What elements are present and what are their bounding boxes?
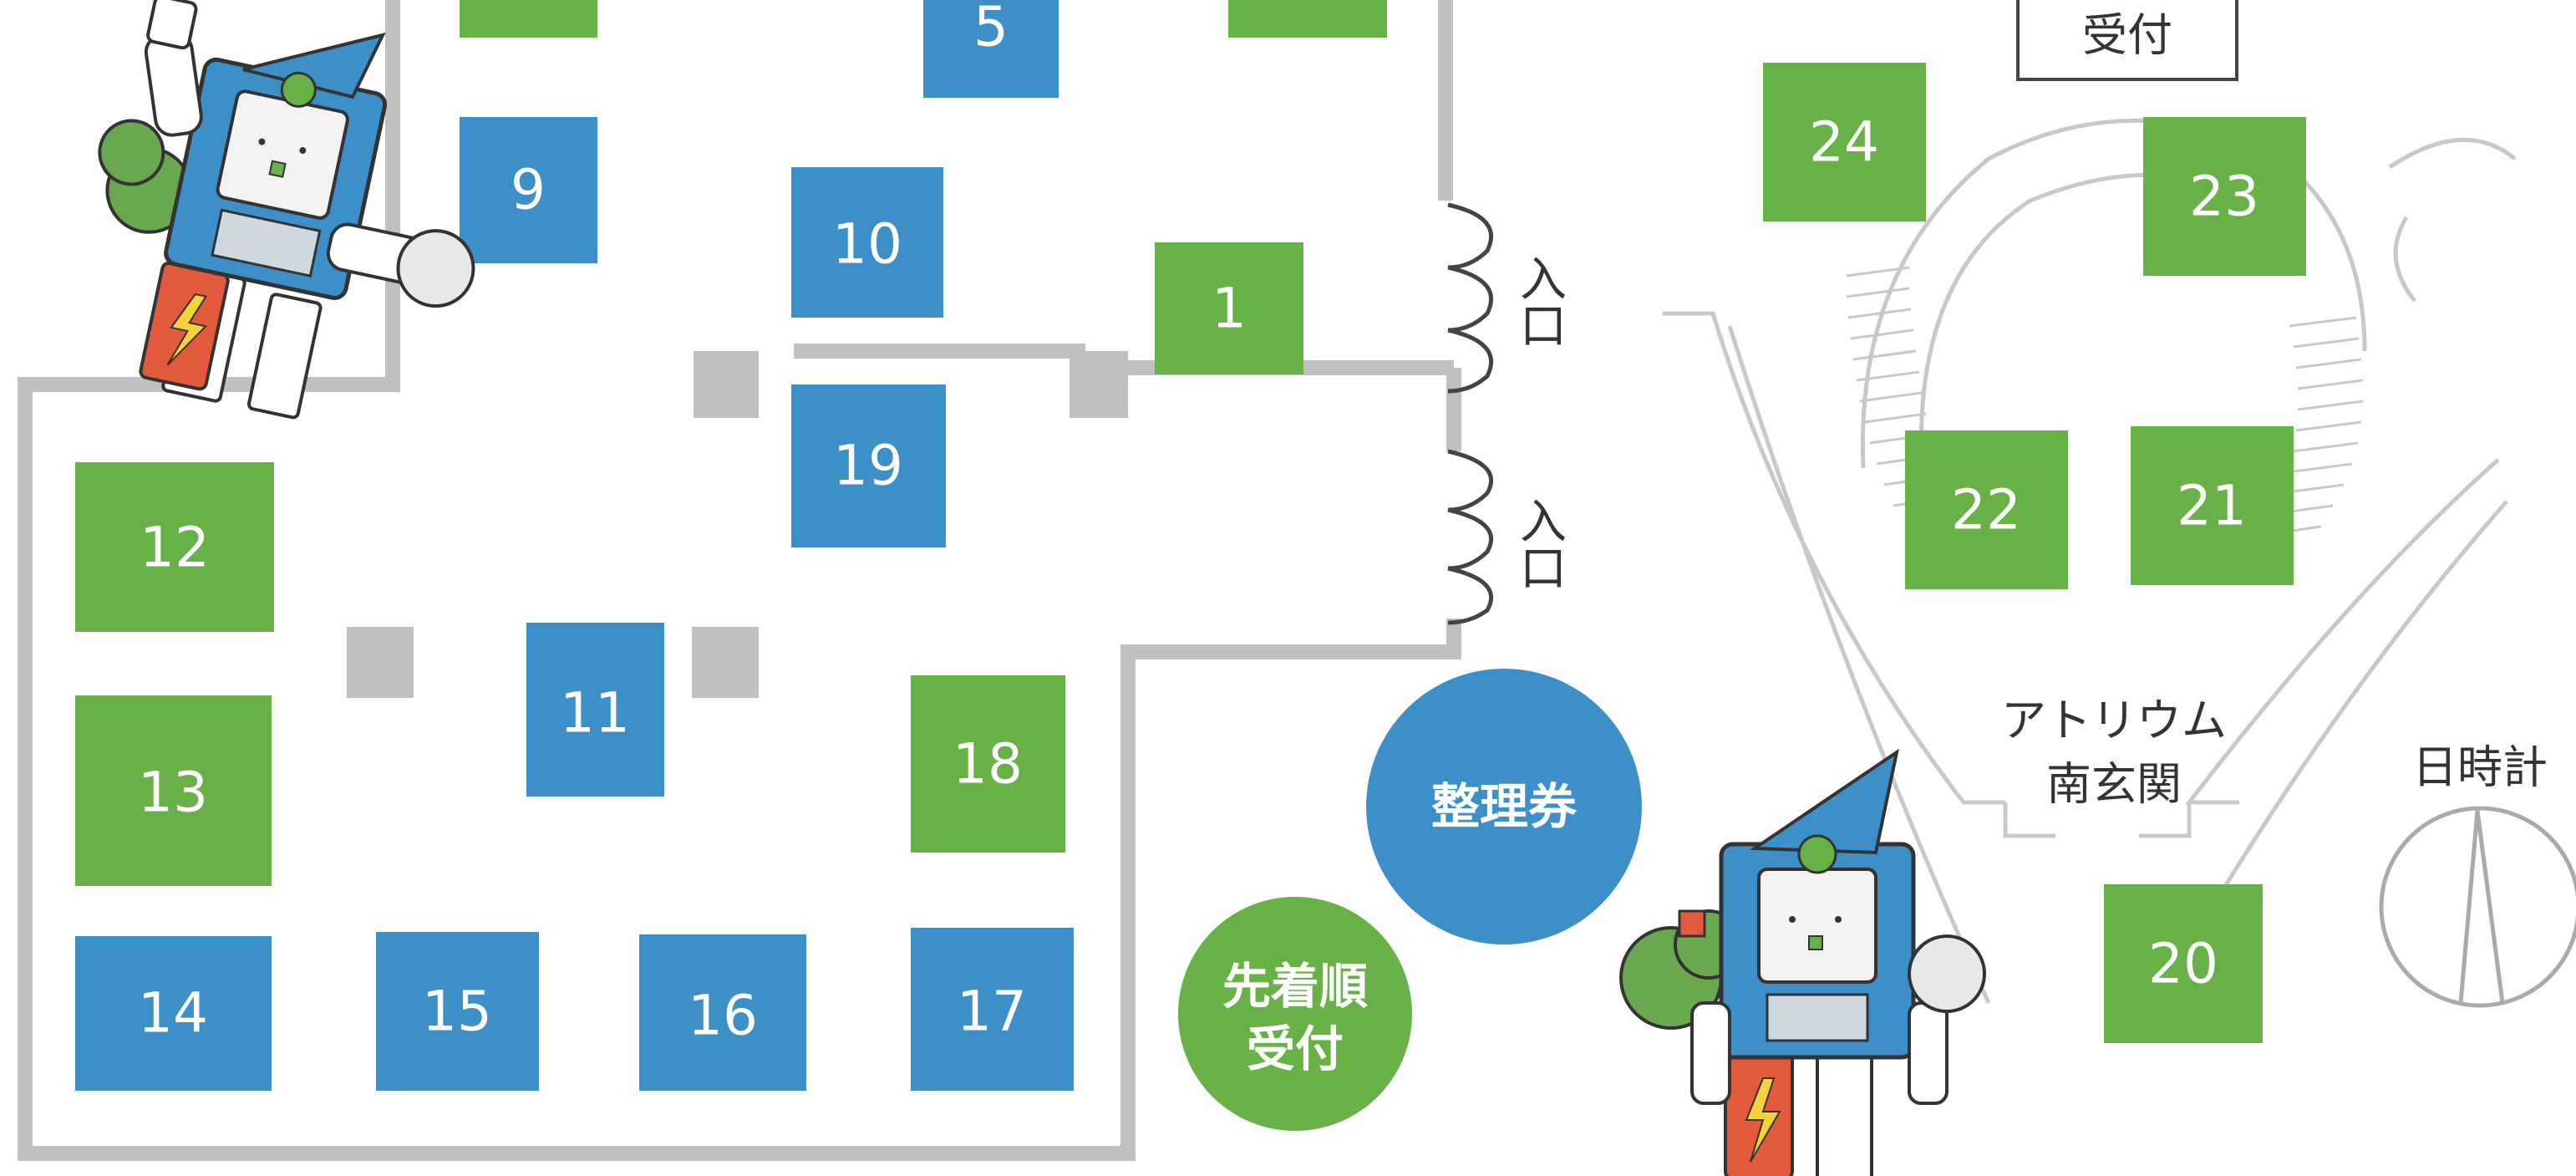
sundial-label: 日時計 bbox=[2412, 741, 2548, 794]
sundial-icon bbox=[2379, 806, 2576, 1008]
svg-text:5: 5 bbox=[973, 0, 1009, 59]
mascot-robot-top-icon bbox=[98, 0, 475, 420]
svg-text:24: 24 bbox=[1809, 110, 1879, 175]
pillar bbox=[694, 351, 759, 418]
pillar bbox=[692, 627, 759, 698]
booth-1[interactable]: 1 bbox=[1155, 242, 1303, 374]
booth-20[interactable]: 20 bbox=[2104, 884, 2263, 1043]
booth-23[interactable]: 23 bbox=[2143, 117, 2306, 276]
booth-24[interactable]: 24 bbox=[1763, 63, 1926, 221]
booth-15[interactable]: 15 bbox=[376, 932, 539, 1091]
booth-21[interactable]: 21 bbox=[2131, 426, 2294, 585]
entrance-label-bottom: 入口 bbox=[1512, 496, 1567, 590]
svg-text:22: 22 bbox=[1951, 478, 2021, 542]
entrance-label-top: 入口 bbox=[1512, 254, 1567, 348]
booth-18[interactable]: 18 bbox=[911, 675, 1065, 853]
svg-text:21: 21 bbox=[2177, 474, 2247, 538]
reception-label: 受付 bbox=[2082, 9, 2172, 62]
svg-text:20: 20 bbox=[2148, 932, 2218, 996]
svg-text:18: 18 bbox=[953, 732, 1023, 797]
booth-19[interactable]: 19 bbox=[791, 384, 946, 547]
atrium-label-line1: アトリウム bbox=[2001, 695, 2227, 747]
pillar bbox=[1070, 351, 1128, 418]
first-come-label-line1: 先着順 bbox=[1222, 958, 1368, 1015]
booths: 5 9 10 1 19 12 11 18 bbox=[75, 0, 2306, 1091]
booth-14[interactable]: 14 bbox=[75, 936, 272, 1091]
booth-17[interactable]: 17 bbox=[911, 928, 1074, 1091]
entrance-door-top bbox=[1447, 202, 1494, 394]
svg-text:14: 14 bbox=[138, 981, 208, 1046]
booth-16[interactable]: 16 bbox=[639, 934, 806, 1091]
ticket-circle-label: 整理券 bbox=[1431, 778, 1578, 835]
svg-text:15: 15 bbox=[422, 980, 492, 1044]
entrance-door-bottom bbox=[1447, 449, 1494, 625]
mascot-robot-bottom-icon bbox=[1619, 748, 1986, 1176]
svg-text:13: 13 bbox=[138, 761, 208, 825]
svg-text:19: 19 bbox=[833, 434, 903, 498]
booth-12[interactable]: 12 bbox=[75, 462, 274, 632]
booth-partial-top-right[interactable] bbox=[1228, 0, 1387, 38]
reception-box: 受付 bbox=[2016, 0, 2238, 81]
pillars bbox=[347, 351, 1128, 698]
booth-5[interactable]: 5 bbox=[923, 0, 1059, 98]
svg-text:10: 10 bbox=[832, 212, 902, 277]
svg-text:12: 12 bbox=[140, 516, 210, 580]
first-come-label-line2: 受付 bbox=[1247, 1021, 1344, 1077]
svg-text:1: 1 bbox=[1212, 277, 1247, 341]
pillar bbox=[347, 627, 414, 698]
booth-9[interactable]: 9 bbox=[460, 117, 597, 263]
booth-partial-top-left[interactable] bbox=[460, 0, 597, 38]
first-come-circle[interactable]: 先着順 受付 bbox=[1178, 897, 1412, 1131]
ticket-circle[interactable]: 整理券 bbox=[1366, 669, 1642, 944]
svg-text:23: 23 bbox=[2189, 165, 2259, 229]
booth-10[interactable]: 10 bbox=[791, 167, 943, 318]
svg-text:16: 16 bbox=[688, 984, 758, 1048]
booth-11[interactable]: 11 bbox=[526, 623, 664, 797]
booth-13[interactable]: 13 bbox=[75, 695, 272, 886]
svg-text:9: 9 bbox=[511, 158, 546, 222]
atrium-label-line2: 南玄関 bbox=[2046, 758, 2182, 811]
svg-text:17: 17 bbox=[957, 980, 1027, 1044]
booth-22[interactable]: 22 bbox=[1905, 430, 2068, 589]
svg-text:11: 11 bbox=[560, 681, 630, 746]
